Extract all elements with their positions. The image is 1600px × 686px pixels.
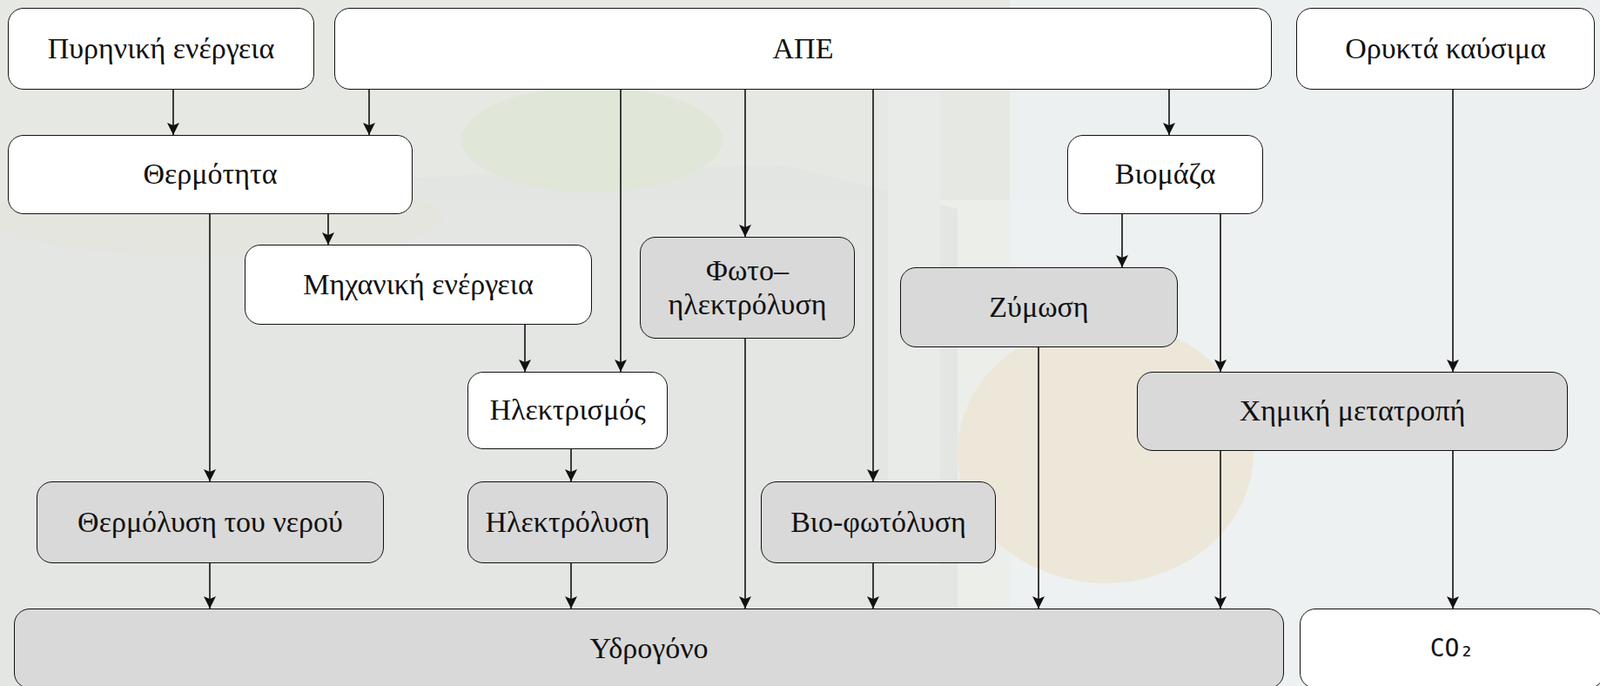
node-label: Βιο-φωτόλυση bbox=[790, 505, 967, 539]
energy-box: Ηλεκτρισμός bbox=[467, 371, 668, 450]
arrow-connector bbox=[208, 563, 211, 609]
arrow-connector bbox=[1452, 450, 1454, 609]
arrow-connector bbox=[872, 563, 874, 609]
arrow-connector bbox=[1219, 214, 1222, 372]
node-label: Ορυκτά καύσιμα bbox=[1344, 32, 1546, 66]
node-label: Θερμότητα bbox=[143, 157, 278, 191]
process-box: Βιο-φωτόλυση bbox=[760, 481, 996, 564]
arrow-connector bbox=[208, 214, 211, 482]
arrow-connector bbox=[327, 214, 330, 245]
process-box: Χημική μετατροπή bbox=[1136, 371, 1568, 451]
arrow-connector bbox=[744, 338, 747, 609]
arrow-connector bbox=[1168, 89, 1170, 135]
arrow-connector bbox=[1452, 89, 1454, 372]
arrow-connector bbox=[872, 89, 874, 482]
source-box: ΑΠΕ bbox=[334, 7, 1272, 90]
node-label: Βιομάζα bbox=[1115, 157, 1217, 191]
background-bushes bbox=[461, 87, 723, 192]
process-box: Ζύμωση bbox=[900, 267, 1178, 348]
background-jar bbox=[957, 322, 1254, 584]
node-label: Υδρογόνο bbox=[589, 631, 708, 666]
arrow-connector bbox=[1037, 347, 1040, 609]
energy-box: Θερμότητα bbox=[7, 134, 413, 215]
arrow-connector bbox=[744, 89, 747, 237]
arrow-connector bbox=[1219, 450, 1222, 609]
process-box: Ηλεκτρόλυση bbox=[467, 481, 668, 564]
product-box: Υδρογόνο bbox=[13, 608, 1285, 686]
arrow-connector bbox=[619, 89, 622, 372]
process-box: Θερμόλυση του νερού bbox=[36, 481, 384, 564]
arrow-connector bbox=[368, 89, 370, 135]
source-box: Πυρηνική ενέργεια bbox=[7, 7, 315, 90]
node-label: Πυρηνική ενέργεια bbox=[47, 32, 276, 66]
node-label: Ηλεκτρισμός bbox=[489, 393, 646, 427]
arrow-connector bbox=[172, 89, 175, 135]
node-label: ΑΠΕ bbox=[773, 32, 834, 66]
node-label: Θερμόλυση του νερού bbox=[77, 505, 343, 539]
energy-box: Βιομάζα bbox=[1067, 134, 1264, 215]
arrow-connector bbox=[1121, 214, 1123, 268]
source-box: Ορυκτά καύσιμα bbox=[1296, 7, 1595, 90]
node-label: Μηχανική ενέργεια bbox=[302, 268, 534, 302]
energy-box: Μηχανική ενέργεια bbox=[244, 244, 592, 325]
node-label: Χημική μετατροπή bbox=[1239, 394, 1466, 428]
node-label: Ζύμωση bbox=[988, 290, 1089, 324]
product-box: CO₂ bbox=[1299, 608, 1600, 686]
node-label: Ηλεκτρόλυση bbox=[485, 505, 651, 539]
node-label: Φωτο– ηλεκτρόλυση bbox=[640, 254, 854, 321]
arrow-connector bbox=[524, 324, 526, 372]
process-box: Φωτο– ηλεκτρόλυση bbox=[639, 236, 855, 339]
node-label: CO₂ bbox=[1430, 634, 1475, 662]
arrow-connector bbox=[570, 449, 572, 482]
arrow-connector bbox=[570, 563, 572, 609]
